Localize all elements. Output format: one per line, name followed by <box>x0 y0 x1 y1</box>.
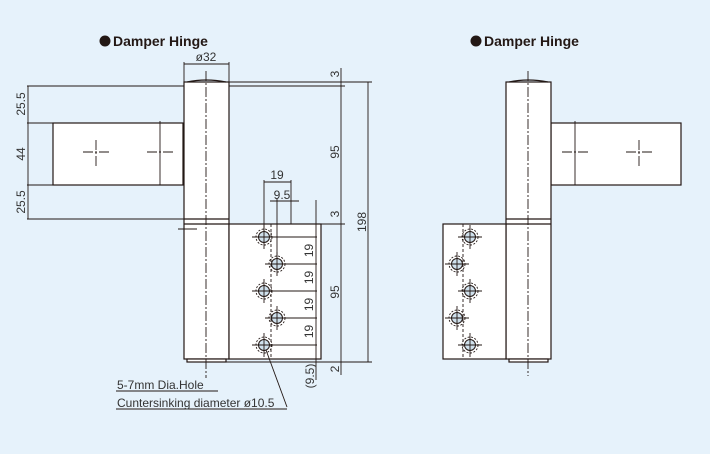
dim-hole-pitch-h: 19 <box>270 168 284 182</box>
countersunk-hole <box>458 333 482 357</box>
right-view: Damper Hinge <box>442 33 682 376</box>
dim-leaf-offset-bottom: 25.5 <box>14 190 28 214</box>
barrel-foot <box>186 358 227 363</box>
mount-hole-mark <box>562 121 588 185</box>
dim-leaf-width: 44 <box>14 147 28 161</box>
note-hole: 5-7mm Dia.Hole <box>117 378 204 392</box>
mount-hole-mark <box>83 140 109 166</box>
upper-leaf <box>52 122 184 186</box>
note-countersink: Cuntersinking diameter ø10.5 <box>117 396 275 410</box>
hinge-barrel <box>183 81 230 360</box>
countersunk-hole <box>252 279 317 303</box>
right-title: Damper Hinge <box>484 33 579 49</box>
dim-hole-pitch-v: 19 <box>302 298 316 312</box>
lower-leaf <box>228 223 322 360</box>
dim-hole-pitch-v: 19 <box>302 325 316 339</box>
dim-pin-diameter: ø32 <box>196 50 217 64</box>
dim-top-gap: 3 <box>328 70 342 77</box>
dim-hole-pitch-v: 19 <box>302 271 316 285</box>
countersunk-hole <box>458 225 482 249</box>
dim-hole-pitch-v: 19 <box>302 244 316 258</box>
dim-hole-offset-h: 9.5 <box>274 188 291 202</box>
upper-leaf <box>550 122 682 186</box>
countersunk-hole <box>445 252 469 276</box>
hinge-barrel <box>505 81 552 360</box>
dim-leaf-offset-top: 25.5 <box>14 92 28 116</box>
countersunk-hole <box>265 306 317 330</box>
dim-hole-end-offset: (9.5) <box>303 364 317 389</box>
dim-overall-length: 198 <box>355 212 369 232</box>
left-view: Damper Hinge 25.5 44 25.5 <box>14 33 372 410</box>
countersunk-hole <box>265 252 317 276</box>
countersunk-hole <box>458 279 482 303</box>
barrel-foot <box>508 358 549 363</box>
dim-lower-length: 95 <box>328 285 342 299</box>
note-leader <box>265 349 288 408</box>
dim-upper-length: 95 <box>328 145 342 159</box>
bullet-icon <box>470 35 482 47</box>
mount-hole-mark <box>147 121 173 185</box>
dim-bottom-gap: 2 <box>328 365 342 372</box>
countersunk-hole <box>252 333 317 357</box>
countersunk-hole <box>445 306 469 330</box>
mount-hole-mark <box>626 140 652 166</box>
bullet-icon <box>99 35 111 47</box>
left-title: Damper Hinge <box>113 33 208 49</box>
dim-middle-gap: 3 <box>328 210 342 217</box>
